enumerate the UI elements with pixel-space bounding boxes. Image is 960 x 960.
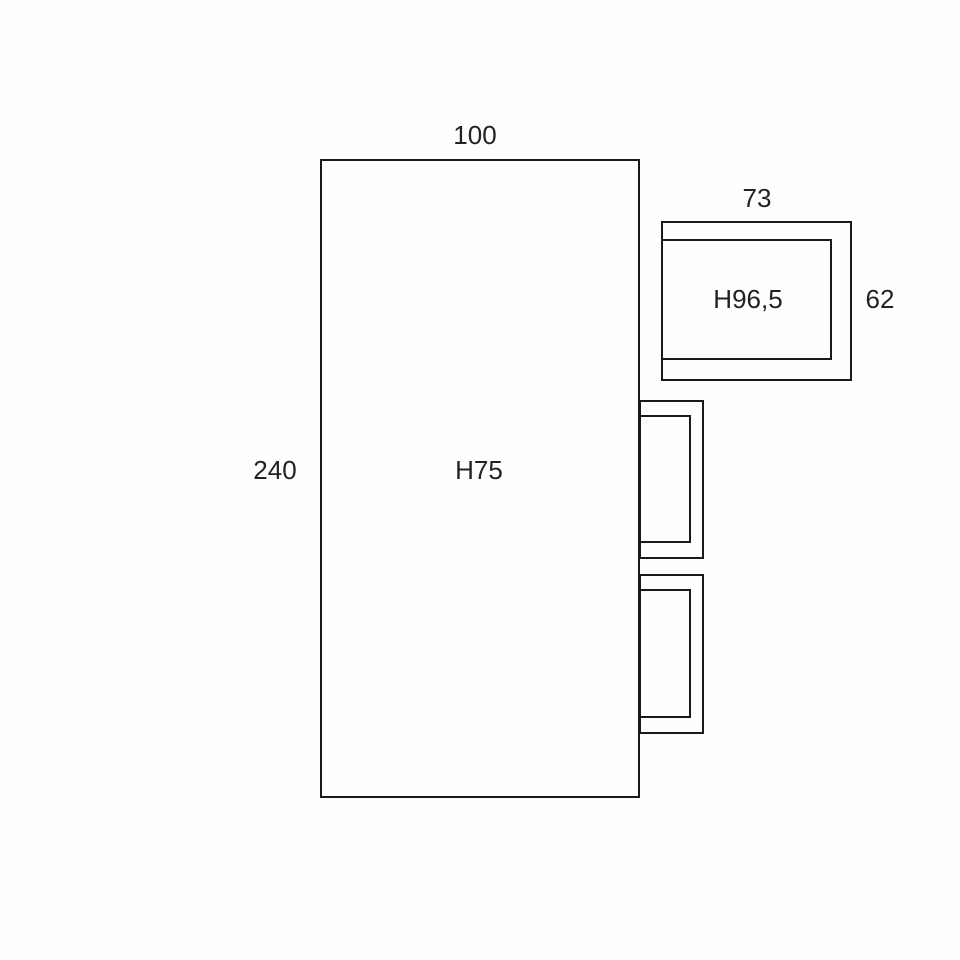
chair-2 [639,574,704,734]
chair-2-seat [639,589,691,718]
table-width-label: 100 [453,120,496,150]
table-depth-label: 240 [253,455,296,485]
chair-2-outer [639,574,704,734]
cabinet-width-label: 73 [743,183,772,213]
chair-1-seat [639,415,691,543]
table-height-label: H75 [455,455,503,485]
chair-1-outer [639,400,704,559]
cabinet-depth-label: 62 [866,284,895,314]
cabinet-inner [661,239,832,360]
cabinet-height-label: H96,5 [713,284,782,314]
cabinet [661,221,852,381]
chair-1 [639,400,704,559]
